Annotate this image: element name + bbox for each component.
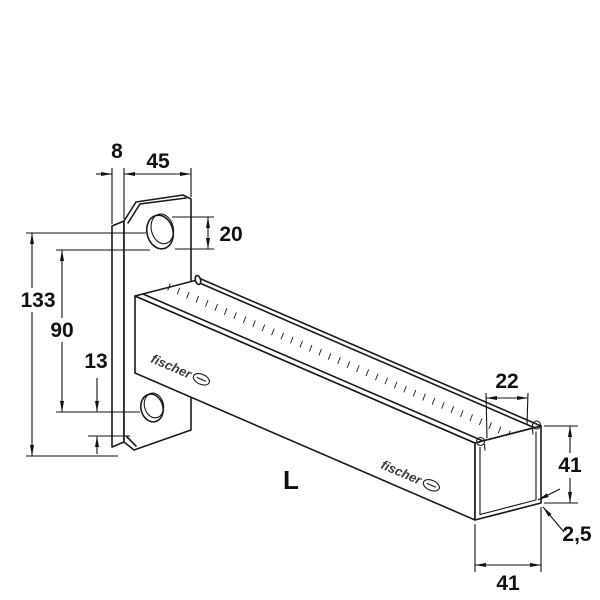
end-face-outline	[474, 425, 542, 521]
channel-rail: fischer fischer	[134, 274, 542, 521]
back-lip-section	[531, 420, 542, 430]
label-bg	[552, 453, 588, 478]
top-slot-hole	[145, 213, 175, 250]
dim-label-top-slot: 20	[219, 223, 242, 246]
label-bg	[44, 318, 80, 342]
dim-stub-wall-thickness-a	[537, 488, 561, 501]
end-cross-section	[474, 420, 542, 521]
dim-label-profile-width: 41	[496, 572, 520, 595]
dim-label-length: L	[283, 465, 299, 495]
front-lip-section	[475, 436, 486, 447]
dim-stub-wall-thickness-b	[542, 506, 565, 533]
serration-ticks	[167, 283, 511, 438]
plate-top-chamfer-line	[127, 197, 187, 224]
rail-front-lip-line	[142, 293, 484, 442]
front-lip-hook	[483, 443, 486, 451]
dim-label-wall-thickness: 2,5	[562, 523, 592, 546]
back-lip-hook	[531, 427, 534, 435]
ext-line	[485, 392, 488, 439]
logo-oval-icon	[192, 373, 210, 386]
logo-oval-icon	[422, 479, 440, 492]
plate-bottom-chamfer-line	[126, 436, 137, 447]
dim-label-plate-width: 45	[146, 150, 170, 173]
dim-label-plate-height: 133	[20, 289, 55, 312]
rail-back-lip-line	[194, 280, 536, 429]
logo-oval-bar	[426, 482, 437, 488]
end-face-cavity	[479, 431, 537, 516]
dimension-annotations: 8 45 20 133 90 13 22 41 2,5 41 L	[16, 140, 592, 595]
rail-lip-end-cap	[194, 274, 202, 286]
bottom-slot-hole	[140, 392, 165, 423]
dim-label-plate-thickness: 8	[111, 140, 123, 163]
dim-label-hole-spacing: 90	[50, 319, 73, 342]
logo-oval-bar	[196, 376, 207, 382]
dim-label-profile-height: 41	[558, 454, 582, 477]
label-bg	[16, 288, 60, 312]
dim-label-bottom-offset: 13	[84, 350, 107, 373]
dim-label-slot-opening: 22	[495, 370, 518, 393]
plate-side-face	[111, 220, 125, 448]
